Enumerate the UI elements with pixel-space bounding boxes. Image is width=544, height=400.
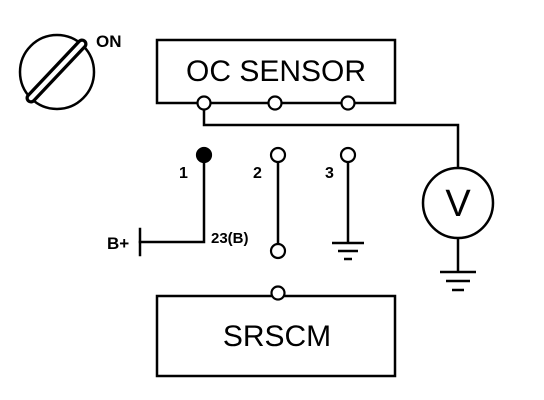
oc-sensor-pin-right xyxy=(340,95,356,111)
pin-3-label: 3 xyxy=(325,165,334,182)
battery-label: B+ xyxy=(107,234,129,253)
connector-23b-label: 23(B) xyxy=(211,230,249,247)
oc-sensor-box xyxy=(155,38,397,105)
pin1-to-battery-wire xyxy=(138,160,206,244)
oc-sensor-pin-left xyxy=(196,95,212,111)
oc-sensor-label: OC SENSOR xyxy=(186,55,366,88)
meter-ground-symbol-icon xyxy=(440,270,476,292)
pin-1-label: 1 xyxy=(179,165,188,182)
voltmeter-icon xyxy=(421,166,495,240)
connector-23b-pin xyxy=(269,242,287,260)
ground-symbol-icon xyxy=(332,241,364,261)
pin-2-label: 2 xyxy=(253,165,262,182)
srscm-box xyxy=(155,294,397,378)
switch-on-label: ON xyxy=(96,32,122,51)
pin-1-terminal xyxy=(195,146,213,164)
ignition-switch-icon xyxy=(18,33,96,111)
pin-2-terminal xyxy=(269,146,287,164)
srscm-label: SRSCM xyxy=(223,320,331,353)
srscm-pin xyxy=(270,285,286,301)
pin-3-terminal xyxy=(339,146,357,164)
oc-sensor-pin-middle xyxy=(267,95,283,111)
voltmeter-label: V xyxy=(445,183,471,225)
sensor-to-meter-wire xyxy=(202,101,460,170)
